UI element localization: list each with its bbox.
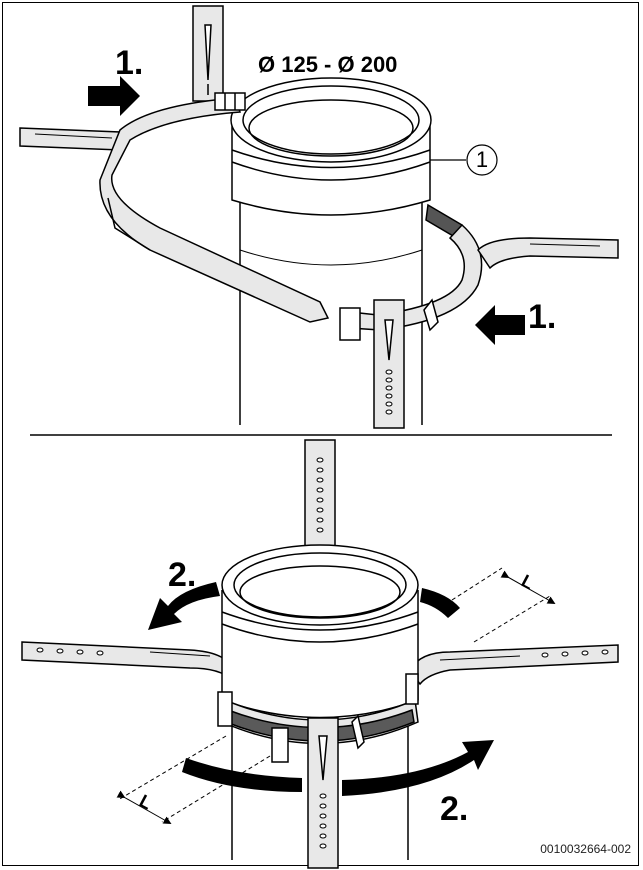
callout-number: 1: [475, 147, 489, 172]
step-2-label-left: 2.: [168, 556, 197, 594]
arrow-left-icon: [475, 305, 525, 345]
figure-code: 0010032664-002: [540, 842, 631, 856]
pipe-top: [230, 77, 432, 425]
curved-arrow-lower-left-icon: [182, 758, 302, 792]
top-hanger-strap: [192, 5, 224, 102]
step-1-label-top: 1.: [115, 44, 144, 82]
curved-arrow-lower-right-icon: [342, 740, 494, 796]
curved-arrow-upper-right-icon: [420, 588, 460, 618]
curved-arrow-upper-left-icon: [148, 582, 220, 630]
horizontal-straps: [21, 641, 619, 686]
arrow-right-icon: [88, 76, 140, 116]
diameter-range-label: Ø 125 - Ø 200: [258, 52, 398, 77]
right-clamp-half: [339, 203, 619, 341]
left-clamp-half: [19, 92, 330, 323]
dimension-lines: [116, 567, 556, 824]
bottom-panel: [21, 439, 619, 869]
callout-1: [430, 144, 498, 176]
rotation-arrows: [148, 582, 494, 796]
top-panel: [19, 5, 619, 429]
step-1-label-right: 1.: [528, 298, 557, 336]
step-2-label-right: 2.: [440, 790, 469, 828]
lower-hanger-strap-top: [373, 299, 405, 429]
lower-hanger-strap-bottom: [307, 717, 339, 869]
